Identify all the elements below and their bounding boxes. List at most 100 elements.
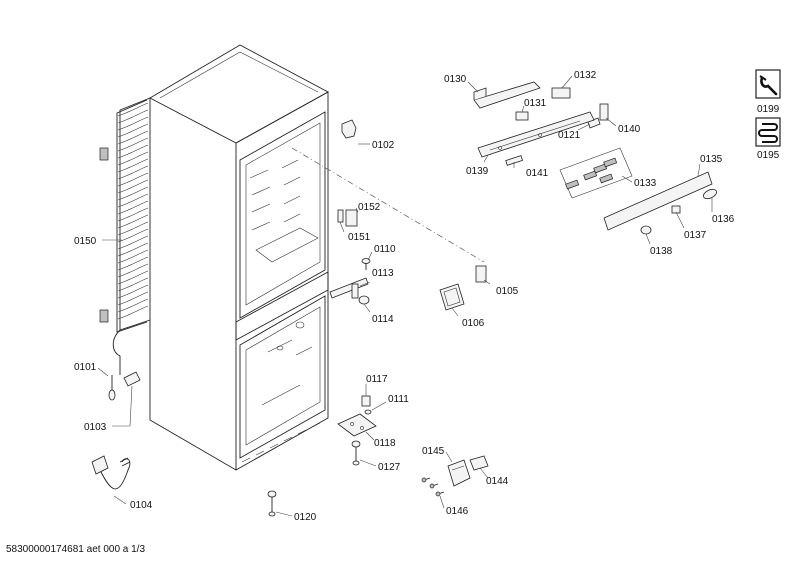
coil-rung	[117, 214, 149, 229]
leader-lines	[97, 75, 713, 517]
label-0111: 0111	[388, 394, 409, 405]
label-0151: 0151	[348, 232, 371, 243]
label-0136: 0136	[712, 214, 735, 225]
label-0106: 0106	[462, 318, 485, 329]
coil-rung	[117, 207, 149, 222]
label-0110: 0110	[374, 244, 396, 255]
document-id-footer: 58300000174681 aet 000 a 1/3	[6, 544, 145, 555]
part-0133-buttons	[559, 147, 633, 199]
coil-rung	[117, 228, 149, 243]
label-0150: 0150	[74, 236, 97, 247]
wrench-icon	[759, 75, 778, 96]
side-icon-label-0199: 0199	[757, 104, 780, 115]
label-0101: 0101	[74, 362, 97, 373]
part-0138	[640, 225, 652, 235]
part-0140	[599, 103, 609, 121]
part-0118-plate	[337, 413, 377, 437]
label-0105: 0105	[496, 286, 519, 297]
coil-rung	[117, 242, 149, 257]
label-0104: 0104	[130, 500, 153, 511]
part-0104-power-cord	[91, 455, 131, 490]
label-0139: 0139	[466, 166, 489, 177]
coil-rung	[117, 172, 149, 187]
part-0106-frame	[439, 283, 465, 311]
part-0130-cover	[473, 81, 541, 109]
label-0117: 0117	[366, 374, 388, 385]
coil-rung	[117, 144, 149, 159]
part-0103-connector	[123, 371, 141, 387]
coil-rung	[117, 284, 149, 299]
part-0113-hinge	[329, 277, 369, 299]
label-0113: 0113	[372, 268, 394, 279]
part-0117	[361, 395, 371, 407]
label-0138: 0138	[650, 246, 673, 257]
part-0137	[671, 205, 681, 214]
part-0131	[515, 111, 529, 121]
label-0114: 0114	[372, 314, 394, 325]
label-0131: 0131	[524, 98, 547, 109]
part-0136-bulb	[703, 188, 717, 200]
part-0139-control-panel	[477, 111, 595, 158]
label-0145: 0145	[422, 446, 445, 457]
label-0121: 0121	[558, 130, 581, 141]
part-0145-relay	[447, 459, 471, 487]
part-0144-clip	[469, 455, 489, 471]
part-0151	[337, 209, 344, 223]
fridge-cabinet	[149, 44, 329, 471]
part-0111	[364, 409, 372, 415]
coil-rung	[117, 291, 149, 306]
coil-rung	[117, 221, 149, 236]
part-0152	[345, 209, 358, 227]
coil-rung	[117, 249, 149, 264]
label-0152: 0152	[358, 202, 381, 213]
heating-coil-icon	[758, 123, 778, 143]
coil-rung	[117, 186, 149, 201]
coil-rung	[117, 151, 149, 166]
coil-rung	[117, 116, 149, 131]
coil-rung	[117, 263, 149, 278]
label-0103: 0103	[84, 422, 107, 433]
side-icon-0195[interactable]: 0195	[755, 117, 781, 161]
label-0135: 0135	[700, 154, 723, 165]
label-0144: 0144	[486, 476, 509, 487]
label-0120: 0120	[294, 512, 317, 523]
label-0140: 0140	[618, 124, 641, 135]
part-0135-cover	[603, 171, 713, 231]
part-0127-foot	[351, 440, 361, 466]
coil-rung	[117, 235, 149, 250]
coil-rung	[117, 256, 149, 271]
part-0121	[587, 117, 601, 129]
part-0114	[358, 295, 370, 305]
part-0141	[505, 155, 524, 166]
label-0146: 0146	[446, 506, 469, 517]
coil-rung	[117, 137, 149, 152]
coil-rung	[117, 277, 149, 292]
label-0141: 0141	[526, 168, 549, 179]
part-0105	[475, 265, 487, 283]
side-icon-0199[interactable]: 0199	[755, 69, 781, 115]
coil-rung	[117, 158, 149, 173]
label-0130: 0130	[444, 74, 467, 85]
part-0101-sensor	[108, 375, 116, 401]
part-0132	[551, 87, 571, 99]
coil-rung	[117, 270, 149, 285]
coil-rung	[117, 109, 149, 124]
coil-rung	[117, 165, 149, 180]
part-labels: 0130 0132 0131 0121 0140 0139 0141 0133 …	[74, 70, 735, 523]
coil-rung	[117, 130, 149, 145]
coil-rung	[117, 200, 149, 215]
label-0133: 0133	[634, 178, 657, 189]
condenser-coil	[99, 97, 151, 375]
coil-rung	[117, 298, 149, 313]
label-0137: 0137	[684, 230, 707, 241]
label-0127: 0127	[378, 462, 401, 473]
part-0120-foot	[267, 490, 277, 517]
coil-rung	[117, 123, 149, 138]
label-0118: 0118	[374, 438, 396, 449]
part-0102-hinge-cap	[341, 119, 357, 139]
coil-rung	[117, 179, 149, 194]
side-icon-label-0195: 0195	[757, 150, 780, 161]
coil-rung	[117, 305, 149, 320]
part-0110-screw	[361, 258, 371, 270]
